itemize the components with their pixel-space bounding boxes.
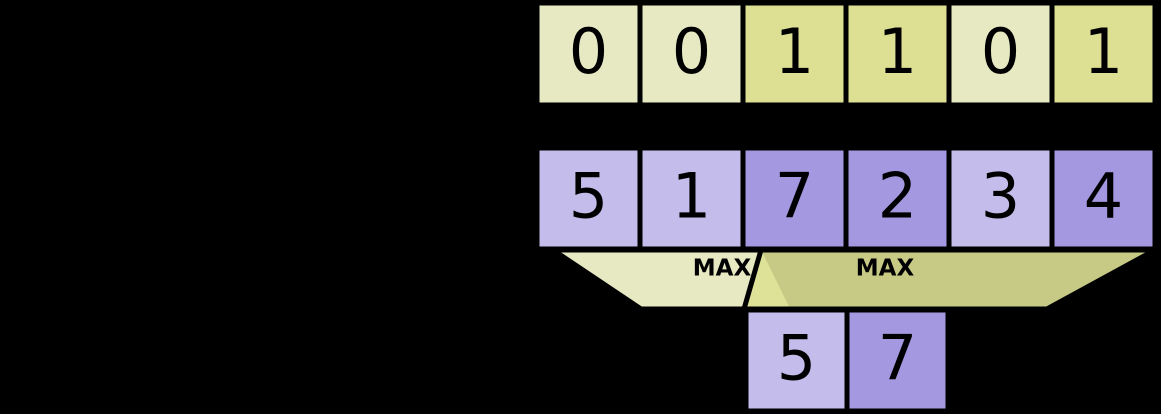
funnel-label: MAX	[856, 256, 915, 282]
cell-value: 0	[981, 15, 1020, 88]
cell: 3	[946, 145, 1055, 252]
max-funnels-group: MAX MAX	[544, 247, 1157, 312]
cell: 1	[843, 0, 952, 108]
cell: 1	[1049, 0, 1158, 108]
cell: 5	[534, 145, 643, 252]
cell-value: 3	[981, 160, 1020, 233]
cell-value: 1	[775, 15, 814, 88]
cell-value: 2	[878, 160, 917, 233]
cell: 4	[1049, 145, 1158, 252]
cell-value: 7	[878, 322, 917, 395]
cell: 5	[743, 307, 850, 414]
cell-value: 4	[1084, 160, 1123, 233]
cell-value: 5	[777, 322, 816, 395]
cell-value: 0	[672, 15, 711, 88]
cell-value: 5	[569, 160, 608, 233]
cell-background	[743, 307, 850, 414]
cell-background	[844, 307, 951, 414]
cell: 1	[740, 0, 849, 108]
cell: 7	[740, 145, 849, 252]
cell-background	[946, 145, 1055, 252]
cell-value: 1	[878, 15, 917, 88]
cell-value: 1	[1084, 15, 1123, 88]
cell: 0	[637, 0, 746, 108]
cell-value: 7	[775, 160, 814, 233]
cell-background	[637, 145, 746, 252]
funnel-label: MAX	[693, 256, 752, 282]
cell-value: 1	[672, 160, 711, 233]
cell-background	[1049, 0, 1158, 108]
cell-background	[1049, 145, 1158, 252]
cell: 0	[946, 0, 1055, 108]
cell: 0	[534, 0, 643, 108]
cell: 7	[844, 307, 951, 414]
cell: 2	[843, 145, 952, 252]
cell: 1	[637, 145, 746, 252]
cell-value: 0	[569, 15, 608, 88]
